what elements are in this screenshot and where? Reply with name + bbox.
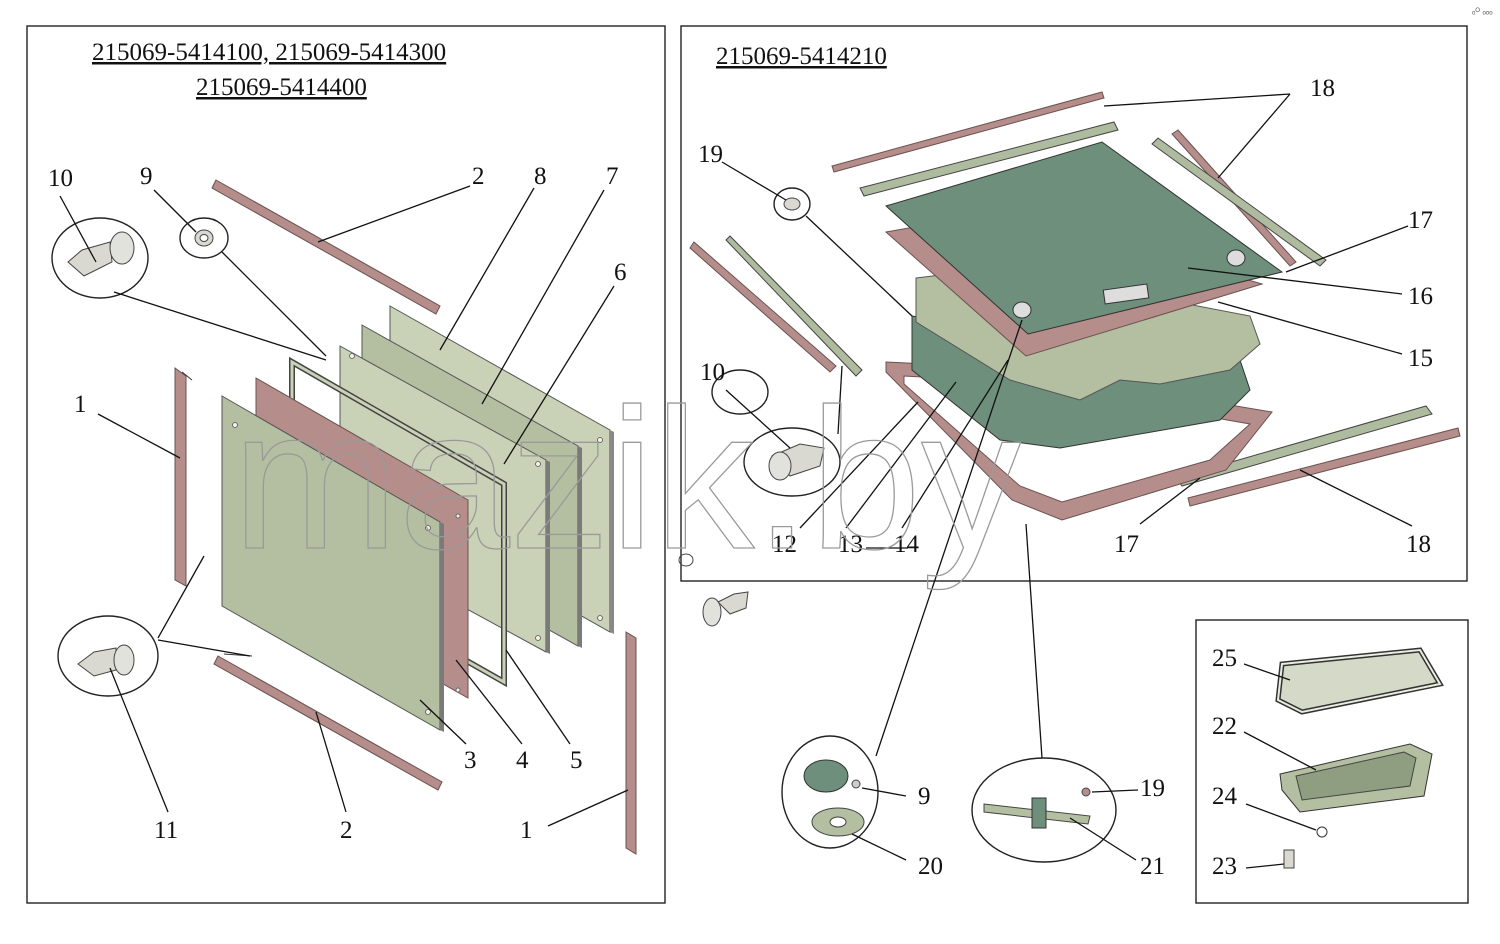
latch-callout-21 [971, 757, 1139, 863]
right-rail [1151, 137, 1327, 267]
label-19-bottom: 19 [1140, 775, 1165, 802]
label-17-top: 17 [1408, 207, 1433, 234]
label-20: 20 [918, 853, 943, 880]
label-3: 3 [464, 747, 477, 774]
label-6: 6 [614, 259, 627, 286]
label-23: 23 [1212, 853, 1237, 880]
left-panel-frame [26, 25, 666, 904]
label-21: 21 [1140, 853, 1165, 880]
washer-callout-9 [179, 217, 229, 259]
label-5: 5 [570, 747, 583, 774]
right-side-strip [625, 631, 637, 855]
top-rail [859, 121, 1119, 197]
label-17-bottom: 17 [1114, 531, 1139, 558]
left-exploded-view [51, 179, 637, 855]
label-2-bottom: 2 [340, 817, 353, 844]
bottom-seal-strip [213, 655, 443, 791]
watermark: mazik.by [232, 368, 1021, 591]
label-10-right: 10 [700, 359, 725, 386]
label-1-right: 1 [520, 817, 533, 844]
label-19-top: 19 [698, 141, 723, 168]
label-9-right: 9 [918, 783, 931, 810]
corner-mark: ₒᴼ ₒₒₒ [1472, 6, 1493, 16]
label-9-left: 9 [140, 163, 153, 190]
left-title-line1: 215069-5414100, 215069-5414300 [92, 39, 446, 66]
label-2-top: 2 [472, 163, 485, 190]
bolt-callout-10-right [743, 427, 841, 497]
handle-detail [1243, 647, 1444, 869]
label-24: 24 [1212, 783, 1238, 810]
label-18-top: 18 [1310, 75, 1335, 102]
label-1-left: 1 [74, 391, 87, 418]
left-leader-lines [59, 185, 629, 827]
bottom-rail-seal [1187, 427, 1461, 507]
left-side-strip [174, 367, 187, 587]
label-15: 15 [1408, 345, 1433, 372]
label-10-left: 10 [48, 165, 73, 192]
bolt-callout-10 [51, 217, 149, 299]
label-16: 16 [1408, 283, 1433, 310]
label-22: 22 [1212, 713, 1237, 740]
label-7: 7 [606, 163, 619, 190]
label-4: 4 [516, 747, 529, 774]
right-exploded-view [678, 91, 1461, 627]
left-rail-seal [689, 241, 837, 373]
label-25: 25 [1212, 645, 1237, 672]
detail-panel-frame [1195, 619, 1469, 904]
top-rail-seal [831, 91, 1105, 173]
hatch-cover [885, 141, 1284, 335]
washer-callout-19 [773, 187, 811, 221]
label-18-bottom: 18 [1406, 531, 1431, 558]
right-leader-lines [721, 93, 1413, 759]
right-panel-frame [680, 25, 1468, 582]
label-14: 14 [894, 531, 920, 558]
part-numbers: 10 9 2 8 7 6 1 3 4 5 11 2 1 19 18 17 16 … [48, 75, 1433, 880]
label-13: 13 [838, 531, 863, 558]
label-12: 12 [772, 531, 797, 558]
hinge-callout-20 [781, 735, 907, 861]
top-seal-strip [211, 179, 441, 315]
right-title: 215069-5414210 [716, 43, 887, 70]
left-title-line2: 215069-5414400 [196, 74, 367, 101]
label-8: 8 [534, 163, 547, 190]
rivet-callout-11 [57, 615, 159, 697]
label-11: 11 [154, 817, 178, 844]
left-rail [725, 235, 863, 377]
